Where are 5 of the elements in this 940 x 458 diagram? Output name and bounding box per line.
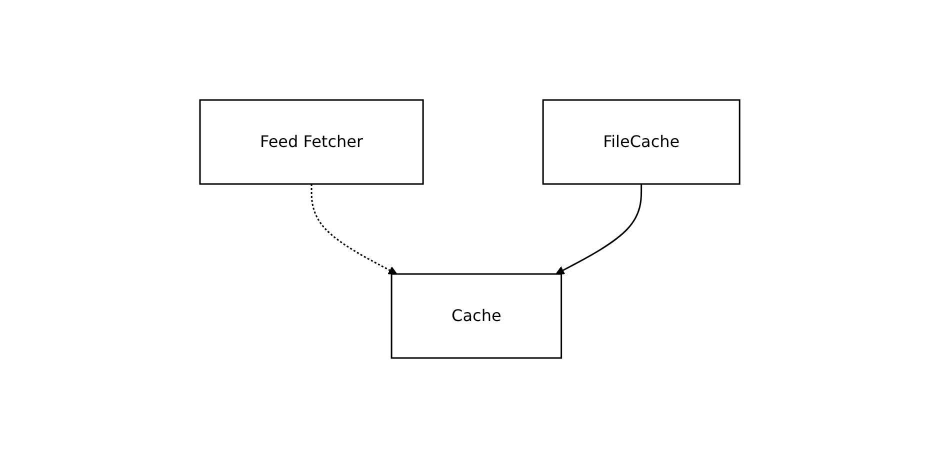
- arrow: [310, 184, 398, 274]
- node-box: Cache: [391, 273, 562, 359]
- node-box: FileCache: [542, 99, 741, 185]
- arrow: [556, 184, 642, 274]
- node-box: Feed Fetcher: [199, 99, 424, 185]
